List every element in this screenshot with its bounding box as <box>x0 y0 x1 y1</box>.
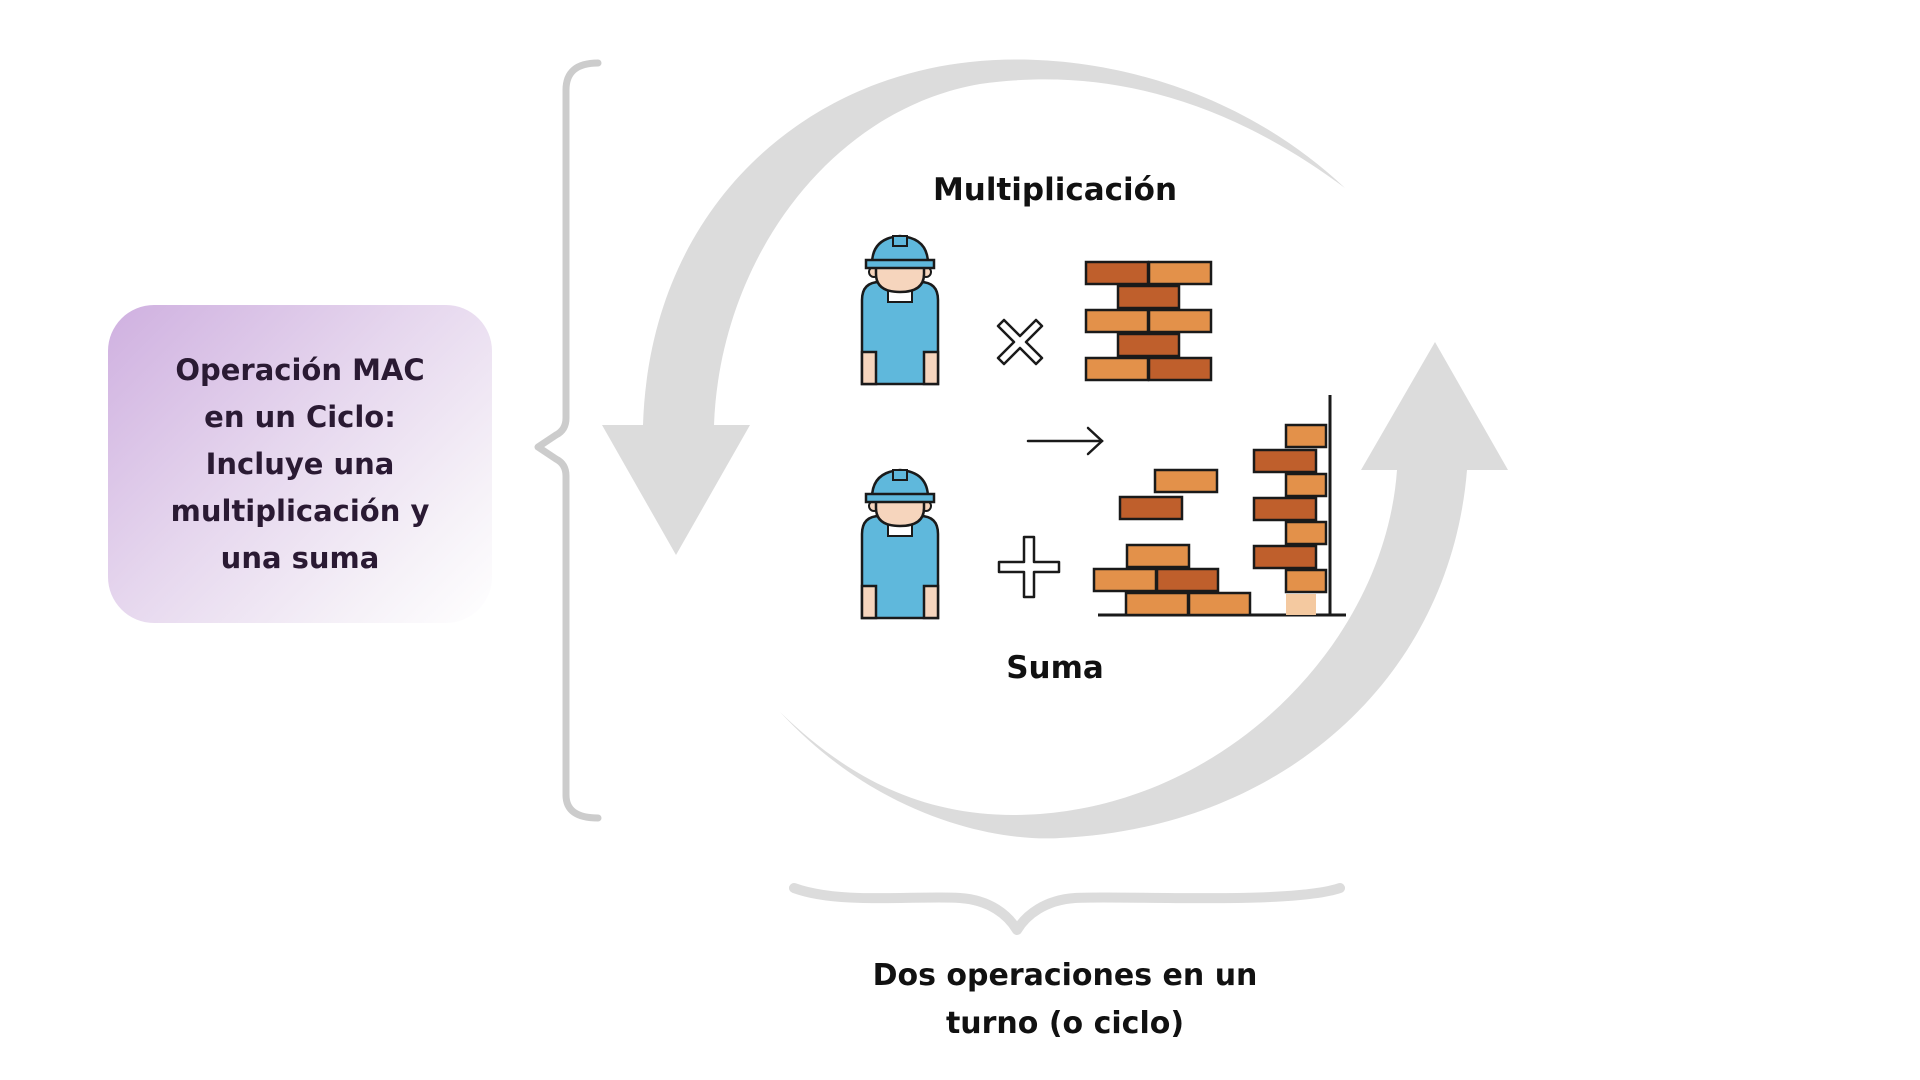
cycle-arrow-right <box>780 342 1508 839</box>
multiplication-label: Multiplicación <box>932 172 1178 208</box>
times-icon <box>996 318 1044 366</box>
caption-line: turno (o ciclo) <box>945 1006 1185 1041</box>
caption-line: Dos operaciones en un <box>872 958 1258 993</box>
plus-icon <box>997 535 1061 599</box>
mac-line: una suma <box>220 540 380 575</box>
mac-operation-text: Operación MAC en un Ciclo: Incluye una m… <box>150 347 450 582</box>
brick-wall-icon <box>1084 260 1213 382</box>
mac-line: en un Ciclo: <box>204 399 396 434</box>
addition-label: Suma <box>1006 650 1104 686</box>
cycle-caption: Dos operaciones en un turno (o ciclo) <box>830 952 1300 1048</box>
left-bracket <box>534 59 602 822</box>
mac-line: Operación MAC <box>175 352 425 387</box>
right-arrow-icon <box>1026 426 1104 456</box>
worker-icon <box>860 234 940 386</box>
mac-line: multiplicación y <box>170 493 430 528</box>
mac-line: Incluye una <box>205 446 395 481</box>
brick-pile-icon <box>1092 395 1346 617</box>
mac-operation-box: Operación MAC en un Ciclo: Incluye una m… <box>108 305 492 623</box>
bottom-brace <box>789 883 1345 935</box>
worker-icon <box>860 468 940 620</box>
cycle-arrow-left <box>602 59 1345 556</box>
